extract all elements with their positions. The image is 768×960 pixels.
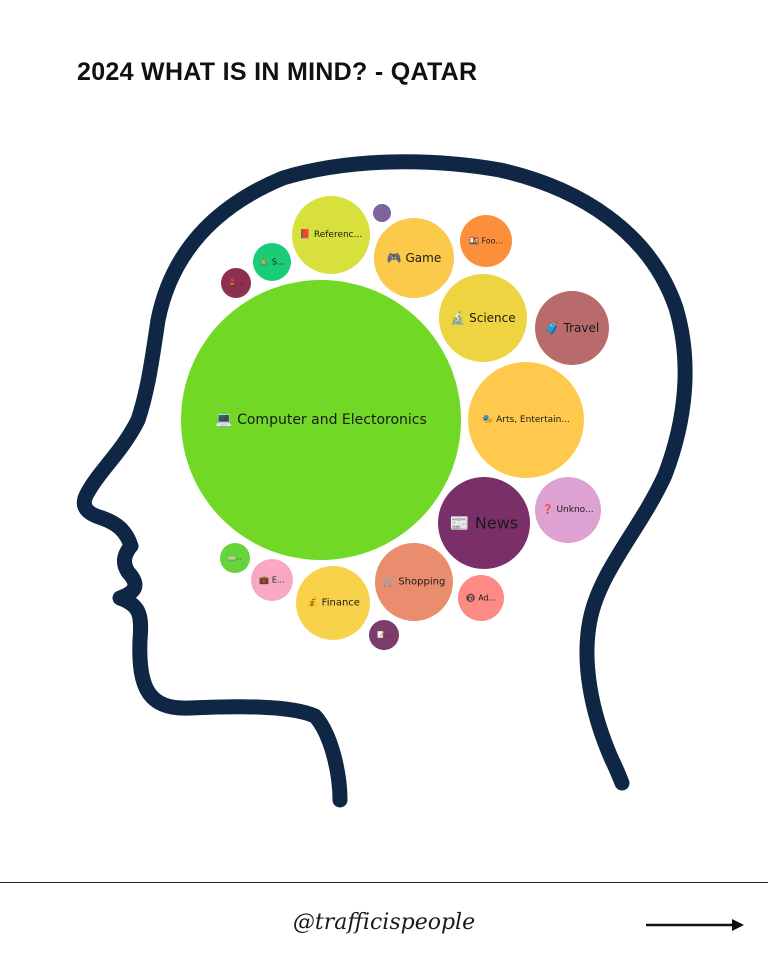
bubble-label: ❓ Unkno... — [542, 503, 593, 515]
bubble[interactable]: 📝... — [369, 620, 399, 650]
bubble-label: 🚴 S... — [259, 257, 284, 267]
bubble-label: 🛒 Shopping — [383, 575, 446, 588]
bubble-circle — [373, 204, 391, 222]
head-outline — [76, 154, 693, 808]
bubble-label: 💻 Computer and Electoronics — [215, 412, 427, 428]
bubble-circle — [221, 268, 251, 298]
bubble-circle — [374, 218, 454, 298]
bubble-label: 🍱 Foo... — [469, 237, 503, 246]
footer-divider — [0, 882, 768, 883]
bubble[interactable]: 🔞 Ad... — [458, 575, 504, 621]
arrow-right-icon[interactable] — [646, 915, 746, 935]
bubble[interactable]: 💰 Finance — [296, 566, 370, 640]
bubble-label: 🎭 Arts, Entertain... — [482, 414, 570, 425]
bubble-circle — [468, 362, 584, 478]
bubble[interactable]: 🚴 S... — [253, 243, 291, 281]
bubble[interactable]: 🎮 Game — [374, 218, 454, 298]
bubble[interactable]: 💻 Computer and Electoronics — [181, 280, 461, 560]
page-title: 2024 WHAT IS IN MIND? - QATAR — [77, 58, 478, 86]
bubble-circle — [369, 620, 399, 650]
bubble-circle — [458, 575, 504, 621]
bubble[interactable]: 📕 Referenc... — [292, 196, 370, 274]
bubble-circle — [251, 559, 293, 601]
bubble-label: 📰 News — [450, 514, 518, 533]
bubble[interactable]: 🍱 Foo... — [460, 215, 512, 267]
bubble[interactable]: 🔬 Science — [439, 274, 527, 362]
bubble-label: 💼 E... — [259, 576, 284, 585]
bubble-label: 💄... — [228, 278, 243, 287]
bubble-circle — [535, 291, 609, 365]
bubble-circle — [292, 196, 370, 274]
bubble-circle — [220, 543, 250, 573]
bubble[interactable]: 📰 News — [438, 477, 530, 569]
bubble[interactable]: ❓ Unkno... — [535, 477, 601, 543]
bubble[interactable]: 🛒 Shopping — [375, 543, 453, 621]
bubble-label: 🚃... — [228, 555, 241, 562]
bubble-label: 🎮 Game — [387, 251, 441, 265]
bubble-label: 💰 Finance — [306, 596, 360, 609]
bubble-chart: 💻 Computer and Electoronics 📰 News 🎭 Arts,… — [181, 196, 609, 650]
bubble[interactable]: 💄... — [221, 268, 251, 298]
bubble-label: 📕 Referenc... — [300, 229, 362, 240]
footer-handle: @trafficispeople — [292, 910, 476, 935]
bubble-circle — [535, 477, 601, 543]
bubble-label: 🔞 Ad... — [466, 593, 497, 603]
bubble[interactable]: 🎭 Arts, Entertain... — [468, 362, 584, 478]
bubble-circle — [460, 215, 512, 267]
bubble-circle — [375, 543, 453, 621]
bubble-label: 🔬 Science — [450, 310, 515, 325]
bubble[interactable]: 🚃... — [220, 543, 250, 573]
bubble[interactable] — [373, 204, 391, 222]
bubble-circle — [438, 477, 530, 569]
bubble-circle — [439, 274, 527, 362]
bubble-label: 🧳 Travel — [545, 321, 599, 335]
bubble-label: 📝... — [377, 631, 390, 639]
bubble-circle — [253, 243, 291, 281]
bubble-circle — [181, 280, 461, 560]
bubble[interactable]: 💼 E... — [251, 559, 293, 601]
bubble-circle — [296, 566, 370, 640]
bubble[interactable]: 🧳 Travel — [535, 291, 609, 365]
